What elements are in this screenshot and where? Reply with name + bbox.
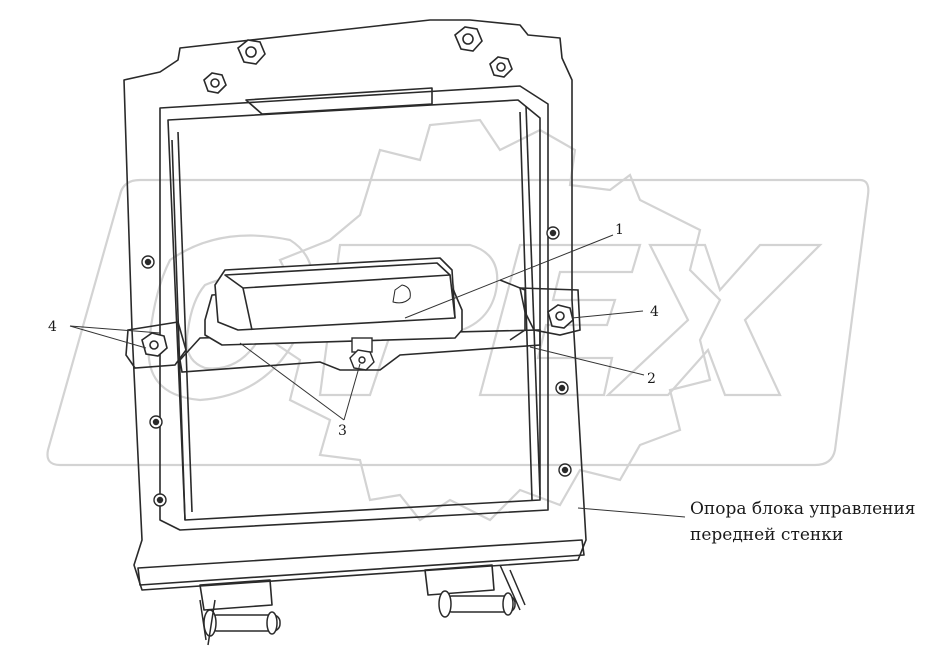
caption-line-1: Опора блока управления — [690, 499, 916, 519]
bottom-flange — [137, 539, 585, 586]
callout-2: 2 — [647, 371, 656, 387]
watermark-badge — [46, 178, 870, 467]
callout-4-left: 4 — [48, 319, 57, 335]
nut-top-4 — [489, 56, 513, 78]
caption-line-2: передней стенки — [690, 525, 843, 545]
leader-1 — [404, 234, 614, 319]
watermark-letter-x — [605, 243, 823, 397]
leader-4-left-b — [69, 325, 147, 349]
control-unit — [204, 257, 463, 346]
rivets — [141, 226, 572, 507]
nut-top-3 — [203, 72, 227, 94]
left-ear — [125, 321, 187, 369]
watermark-letter-e — [478, 243, 642, 397]
nut-top-1 — [237, 39, 266, 65]
bolt-left — [141, 332, 168, 357]
bolt-right — [547, 304, 574, 329]
clevis-pin-left — [199, 599, 281, 646]
top-slot — [245, 87, 433, 115]
leader-3b — [343, 363, 361, 421]
leader-caption — [577, 507, 686, 518]
leader-4-right — [571, 310, 644, 319]
bottom-tab-left — [199, 579, 273, 611]
leader-2 — [529, 346, 645, 376]
support-bracket — [123, 19, 587, 611]
right-rail — [519, 111, 533, 501]
side-bolts — [141, 304, 574, 357]
clevis-pin-right — [438, 564, 526, 618]
right-rail-2 — [525, 105, 541, 496]
center-nut — [349, 337, 375, 371]
mounting-nuts — [203, 26, 513, 94]
callout-3: 3 — [338, 423, 347, 439]
nut-top-2 — [454, 26, 483, 52]
leader-3a — [239, 342, 345, 421]
clevis-pins — [199, 564, 526, 646]
left-rail-2 — [177, 131, 193, 513]
callout-4-right: 4 — [650, 304, 659, 320]
leader-4-left-a — [69, 325, 161, 334]
callout-1: 1 — [615, 222, 624, 238]
leader-lines — [69, 234, 686, 518]
bottom-tab-right — [424, 564, 495, 596]
left-rail — [171, 139, 186, 521]
bracket-outline — [123, 19, 587, 591]
bracket-window — [159, 85, 549, 531]
watermark-gear — [268, 118, 722, 522]
unit-d-mark — [392, 284, 411, 304]
